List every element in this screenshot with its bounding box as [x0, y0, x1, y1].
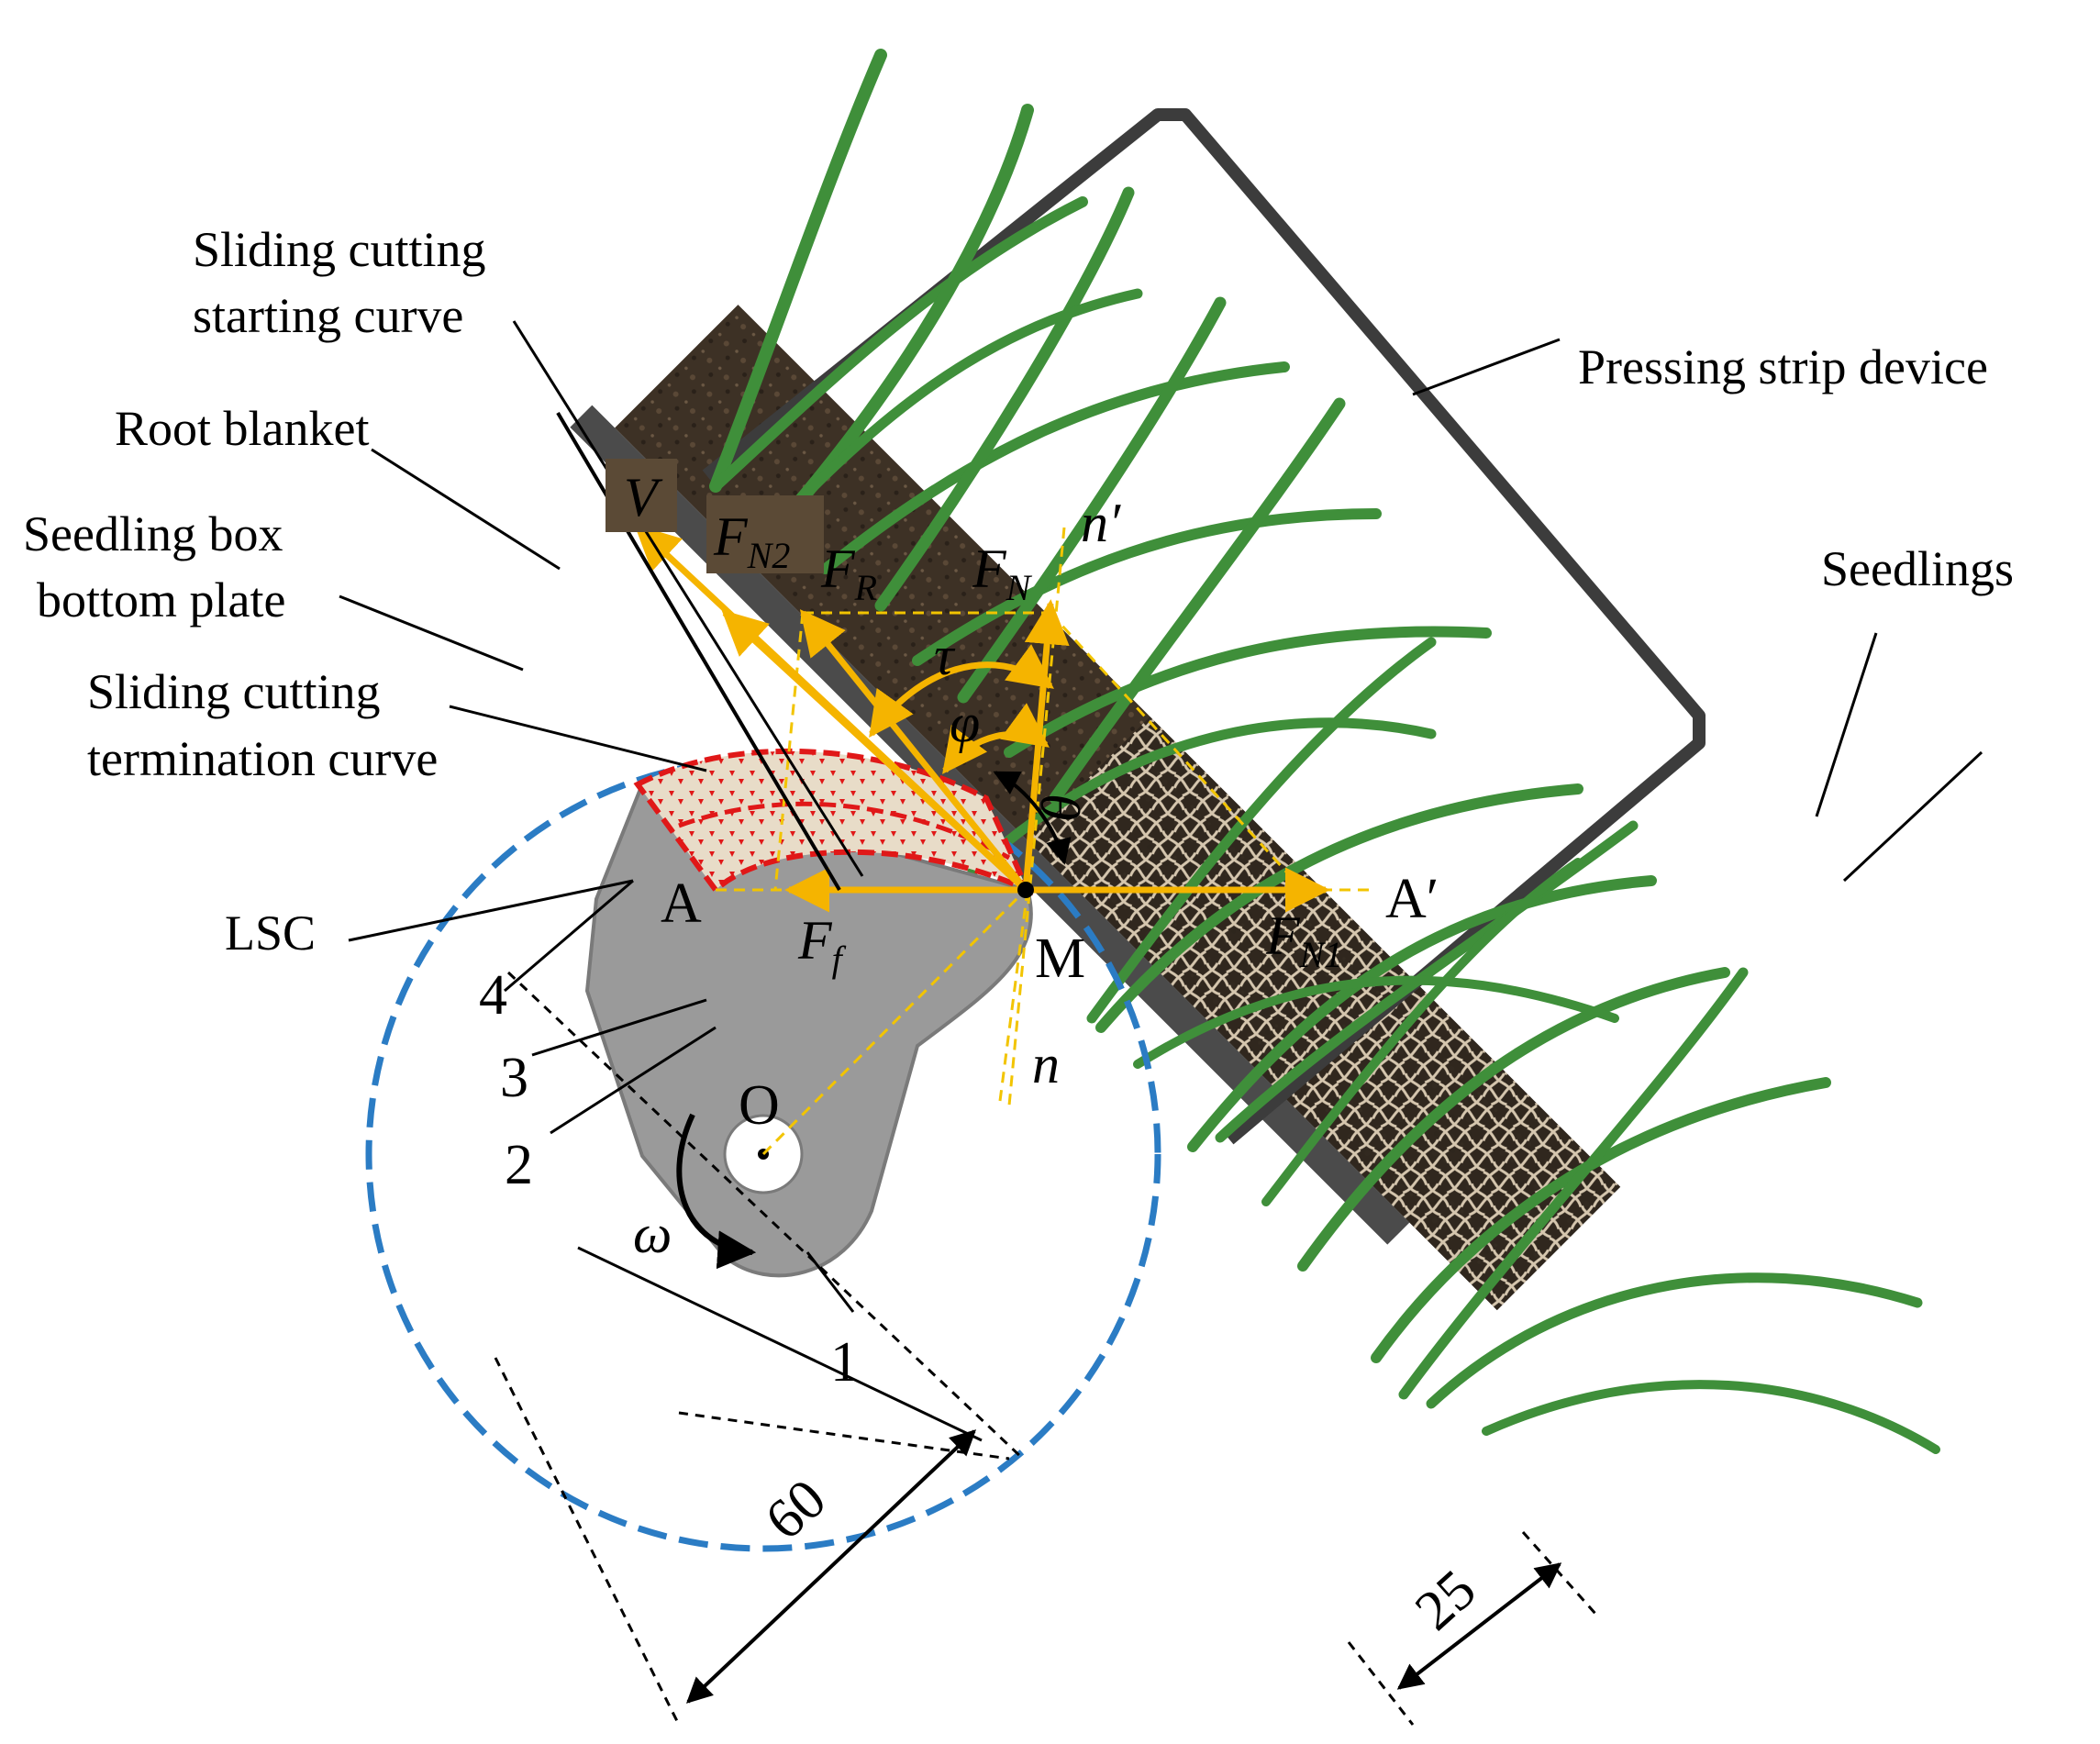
- part-number-2: 2: [505, 1134, 533, 1196]
- pressing-strip-label: Pressing strip device: [1578, 339, 1988, 394]
- a-point-label: A: [661, 872, 702, 935]
- fn1-symbol: FN1: [1265, 905, 1342, 975]
- theta-symbol: θ: [1029, 794, 1090, 820]
- seedling-box-label-1: Seedling box: [23, 506, 283, 561]
- fn-symbol: FN: [972, 539, 1033, 608]
- leader-lines: [339, 320, 1983, 1313]
- sliding-starting-curve-label-1: Sliding cutting: [193, 222, 486, 277]
- root-blanket-label: Root blanket: [115, 401, 369, 456]
- part-number-1: 1: [830, 1331, 859, 1394]
- phi-arc: [942, 703, 1050, 774]
- m-point: [1017, 882, 1034, 898]
- tau-symbol: τ: [934, 626, 956, 686]
- dimension-60-value: 60: [754, 1468, 839, 1552]
- seedlings-label: Seedlings: [1821, 541, 2014, 596]
- fr-symbol: FR: [820, 539, 877, 608]
- part-number-3: 3: [500, 1047, 528, 1109]
- sliding-termination-label-2: termination curve: [87, 731, 438, 786]
- omega-rotation-arrow: [676, 1113, 757, 1270]
- v-label-box: [606, 459, 677, 532]
- n-symbol: n: [1032, 1034, 1060, 1094]
- sliding-starting-curve-label-2: starting curve: [193, 288, 463, 343]
- theta-arc: [993, 771, 1072, 865]
- seedling-leaves: [709, 49, 1940, 1454]
- dimension-lines: [494, 971, 1598, 1726]
- v-symbol: V: [624, 467, 663, 528]
- dimension-60-arrow: [685, 1429, 977, 1704]
- dimension-25-arrow: [1396, 1562, 1562, 1690]
- fn2-label-box: [706, 495, 824, 573]
- starting-curve-line: [556, 411, 841, 892]
- sliding-termination-label-1: Sliding cutting: [87, 664, 381, 719]
- seedling-box-label-2: bottom plate: [37, 572, 285, 628]
- m-point-label: M: [1035, 928, 1085, 990]
- part-number-4: 4: [479, 964, 507, 1027]
- pressing-strip-frame: [702, 108, 1706, 1145]
- phi-symbol: φ: [950, 693, 980, 753]
- fn2-arrow: [721, 609, 1028, 893]
- n-prime-symbol: n′: [1081, 493, 1121, 553]
- lsc-label: LSC: [225, 905, 316, 961]
- a-prime-point-label: A′: [1385, 868, 1439, 930]
- fr-arrow: [799, 609, 1028, 893]
- omega-symbol: ω: [633, 1204, 672, 1264]
- tau-arc: [869, 644, 1054, 738]
- fn2-symbol: FN2: [713, 506, 790, 576]
- o-point-label: O: [739, 1074, 780, 1137]
